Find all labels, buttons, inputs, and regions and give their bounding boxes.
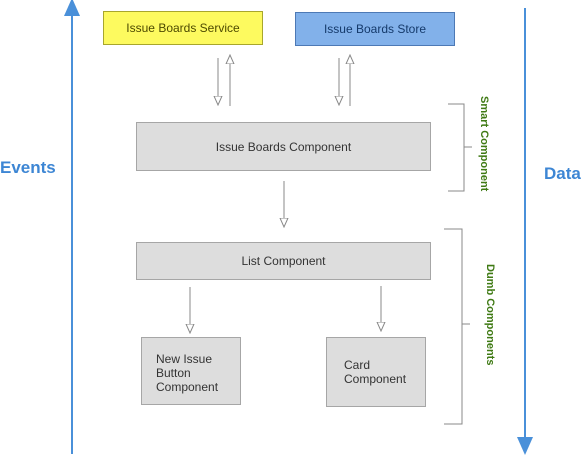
issue-boards-component-box: Issue Boards Component: [136, 122, 431, 171]
events-label: Events: [0, 158, 56, 177]
new-issue-button-component-box: New Issue Button Component: [141, 337, 241, 405]
list-component-box: List Component: [136, 242, 431, 280]
smart-component-label: Smart Component: [478, 96, 490, 192]
card-component-box: Card Component: [326, 337, 426, 407]
issue-boards-component-text: Issue Boards Component: [215, 139, 352, 154]
data-label: Data: [544, 164, 581, 183]
issue-boards-store-box: Issue Boards Store: [295, 12, 455, 46]
smart-component-bracket: [448, 103, 472, 192]
list-component-text: List Component: [241, 254, 326, 268]
card-component-text: Card Component: [344, 358, 407, 386]
dumb-components-bracket: [444, 228, 470, 425]
issue-boards-service-box: Issue Boards Service: [103, 11, 263, 45]
issue-boards-service-text: Issue Boards Service: [126, 21, 240, 35]
new-issue-button-component-text: New Issue Button Component: [156, 352, 219, 394]
dumb-components-label: Dumb Components: [484, 264, 496, 366]
issue-boards-store-text: Issue Boards Store: [323, 22, 427, 36]
